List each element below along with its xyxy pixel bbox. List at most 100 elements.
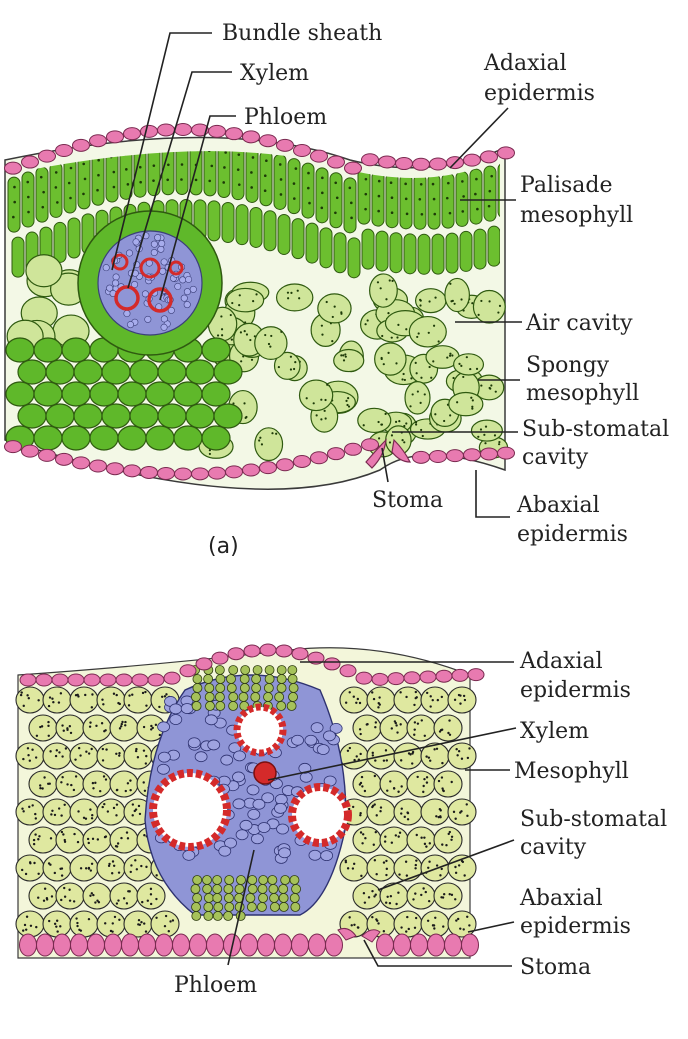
chloroplast (397, 891, 400, 894)
labels-a: Bundle sheath Xylem Phloem Adaxial epide… (111, 21, 669, 559)
chloroplast (210, 164, 214, 168)
mesophyll-cell (393, 686, 423, 714)
chloroplast (63, 886, 66, 890)
chloroplast (435, 864, 439, 867)
chloroplast (101, 698, 104, 701)
chloroplast (66, 783, 69, 786)
chloroplast (452, 810, 456, 814)
chloroplast (25, 915, 29, 918)
palisade-cell (399, 173, 413, 230)
epidermal-cell (115, 673, 133, 687)
ground-cell (173, 381, 203, 407)
palisade-cell (49, 161, 63, 218)
chloroplast (450, 835, 454, 839)
sclerenchyma-cell (204, 683, 215, 693)
chloroplast (419, 299, 422, 302)
chloroplast (151, 726, 154, 730)
palisade-cell (207, 200, 221, 242)
chloroplast (373, 895, 376, 898)
vascular-cell (154, 234, 162, 242)
palisade-cell (343, 177, 357, 234)
chloroplast (137, 918, 141, 922)
vascular-cell (232, 798, 246, 810)
chloroplast (419, 401, 422, 404)
palisade-cell (203, 151, 217, 197)
chloroplast (245, 415, 248, 419)
vascular-cell (169, 703, 183, 715)
vascular-cell (323, 775, 337, 787)
chloroplast (115, 788, 119, 792)
epidermal-cell (242, 463, 260, 477)
mesophyll-cell (15, 798, 45, 826)
chloroplast (413, 721, 417, 724)
epidermal-cell (480, 150, 498, 164)
chloroplast (340, 311, 343, 314)
palisade-cell (175, 151, 189, 196)
chloroplast (13, 185, 16, 189)
chloroplast (400, 926, 403, 929)
chloroplast (260, 443, 264, 446)
palisade-cell (231, 151, 245, 201)
epidermal-cell (344, 442, 362, 456)
chloroplast (471, 407, 474, 410)
chloroplast (239, 331, 243, 334)
chloroplast (39, 175, 43, 179)
chloroplast (118, 752, 121, 755)
palisade-cell (273, 153, 287, 210)
palisade-cell (21, 171, 35, 228)
chloroplast (460, 810, 463, 813)
chloroplast (449, 282, 452, 285)
mesophyll-cell (352, 826, 382, 854)
chloroplast (224, 151, 227, 154)
epidermal-cell (435, 669, 453, 683)
chloroplast (443, 419, 446, 423)
chloroplast (146, 899, 150, 902)
chloroplast (348, 186, 352, 190)
ground-cell (185, 359, 215, 385)
sclerenchyma-cell (223, 884, 234, 894)
chloroplast (385, 759, 389, 762)
chloroplast (399, 723, 402, 726)
epidermal-cell (497, 446, 515, 460)
chloroplast (116, 842, 120, 845)
chloroplast (402, 372, 405, 376)
chloroplast (101, 747, 105, 751)
chloroplast (144, 762, 148, 765)
chloroplast (91, 837, 95, 841)
chloroplast (50, 813, 53, 816)
ground-cell (185, 403, 215, 429)
label-stoma-a: Stoma (372, 488, 443, 513)
chloroplast (307, 171, 310, 175)
chloroplast (62, 833, 65, 836)
palisade-cell (445, 232, 459, 274)
sclerenchyma-cell (276, 674, 287, 684)
mesophyll-cell (96, 742, 126, 770)
chloroplast (129, 779, 132, 782)
palisade-cell (361, 228, 375, 270)
chloroplast (347, 397, 350, 400)
chloroplast (405, 212, 409, 216)
chloroplast (403, 441, 406, 444)
chloroplast (333, 305, 336, 308)
epidermal-cell (155, 933, 173, 957)
dicot-leaf-section (4, 123, 515, 490)
epidermal-cell (339, 664, 357, 678)
sclerenchyma-cell (288, 692, 298, 702)
epidermal-cell (480, 447, 498, 461)
chloroplast (31, 748, 34, 751)
chloroplast (414, 916, 418, 920)
mesophyll-cell (109, 770, 139, 798)
vascular-cell (239, 819, 253, 831)
chloroplast (383, 840, 387, 843)
chloroplast (84, 867, 88, 870)
chloroplast (53, 813, 57, 817)
chloroplast (56, 201, 59, 204)
chloroplast (76, 840, 80, 844)
mesophyll-cell (123, 686, 153, 714)
chloroplast (411, 750, 415, 754)
chloroplast (490, 174, 493, 178)
mesophyll-cell (433, 882, 463, 910)
chloroplast (460, 757, 464, 760)
sclerenchyma-cell (278, 902, 289, 912)
palisade-cell (119, 151, 133, 200)
